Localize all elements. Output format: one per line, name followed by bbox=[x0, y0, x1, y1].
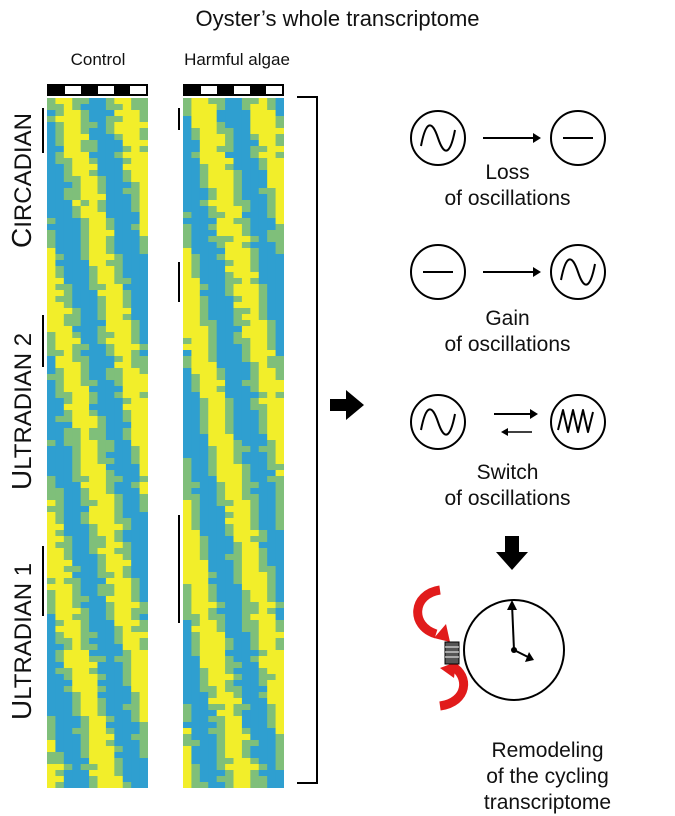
fast-oscillating-circle-icon bbox=[550, 394, 606, 450]
column-label-control: Control bbox=[70, 50, 126, 69]
row-label-circadian: CIRCADIAN bbox=[6, 113, 37, 248]
flat-circle-icon bbox=[550, 110, 606, 166]
row-label-ultradian-2: ULTRADIAN 2 bbox=[6, 332, 37, 490]
oscillating-circle-icon bbox=[410, 394, 466, 450]
clock-remodeling-graphic bbox=[413, 585, 565, 711]
gain-diagram bbox=[410, 244, 606, 300]
cluster-mark-ultradian2-control bbox=[42, 315, 44, 367]
row-label-ultradian-1: ULTRADIAN 1 bbox=[6, 562, 37, 720]
cluster-mark-ultradian2-algae bbox=[178, 262, 180, 302]
heatmap-control bbox=[47, 98, 148, 788]
oscillating-circle-icon bbox=[410, 110, 466, 166]
bracket bbox=[297, 96, 318, 784]
switch-diagram bbox=[410, 394, 606, 450]
cluster-mark-ultradian1-control bbox=[42, 546, 44, 616]
arrow-down-icon bbox=[496, 536, 528, 570]
cluster-mark-ultradian1-algae bbox=[178, 515, 180, 623]
oscillating-circle-icon bbox=[550, 244, 606, 300]
cluster-mark-circadian-algae bbox=[178, 108, 180, 130]
light-dark-bar-control bbox=[47, 84, 148, 96]
light-dark-bar-harmful-algae bbox=[183, 84, 284, 96]
loss-diagram bbox=[410, 110, 606, 166]
red-arrow-icon bbox=[440, 662, 456, 678]
heatmap-harmful-algae bbox=[183, 98, 284, 788]
column-label-harmful-algae: Harmful algae bbox=[184, 50, 290, 69]
cluster-mark-circadian-control bbox=[42, 108, 44, 153]
figure-title: Oyster’s whole transcriptome bbox=[195, 6, 480, 31]
arrow-right-icon bbox=[330, 390, 364, 420]
flat-circle-icon bbox=[410, 244, 466, 300]
red-arrow-icon bbox=[434, 624, 450, 642]
